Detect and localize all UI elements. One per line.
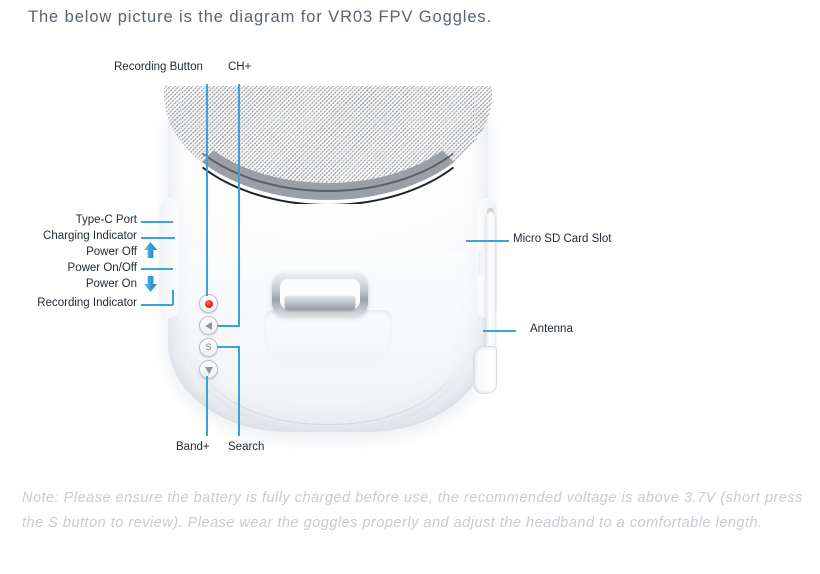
- band-button[interactable]: [199, 360, 218, 379]
- callout-label-recording-button: Recording Button: [114, 61, 203, 73]
- callout-label-power-off: Power Off: [86, 246, 137, 258]
- callout-label-charging-indicator: Charging Indicator: [43, 230, 137, 242]
- headband-buckle-bar: [285, 296, 355, 310]
- callout-label-power-on: Power On: [85, 278, 137, 290]
- callout-line-search-horizontal: [217, 346, 240, 348]
- callout-line-ch-plus-vertical: [238, 84, 240, 326]
- headband-strap: [164, 86, 492, 204]
- antenna-base: [473, 346, 497, 394]
- callout-line-search-vertical: [238, 347, 240, 436]
- goggles-illustration: [159, 86, 497, 432]
- goggles-seam: [194, 334, 462, 425]
- ch-button[interactable]: [199, 316, 218, 335]
- callout-label-ch-plus: CH+: [228, 61, 252, 73]
- callout-label-type-c-port: Type-C Port: [75, 214, 137, 226]
- s-letter-icon: S: [205, 342, 212, 352]
- antenna-rod: [486, 212, 495, 390]
- goggles-diagram: S Recording Button CH+ Type-C Port Charg…: [0, 42, 820, 472]
- callout-label-antenna: Antenna: [530, 323, 573, 335]
- micro-sd-card-slot-graphic: [478, 250, 486, 276]
- callout-line-recording-indicator-vertical: [172, 290, 174, 305]
- callout-label-search: Search: [228, 441, 265, 453]
- callout-line-micro-sd-card-slot: [466, 240, 509, 242]
- headband-inner-edge-line: [164, 86, 492, 192]
- callout-line-power-on-off: [141, 268, 173, 270]
- callout-label-power-on-off: Power On/Off: [67, 262, 137, 274]
- callout-line-recording-button: [206, 84, 208, 296]
- record-button[interactable]: [199, 294, 218, 313]
- note-text: Note: Please ensure the battery is fully…: [22, 490, 803, 531]
- goggles-left-ear: [159, 198, 179, 318]
- arrow-up-icon: [143, 241, 158, 260]
- callout-line-band-plus: [206, 376, 208, 436]
- s-button[interactable]: S: [199, 338, 218, 357]
- page-title: The below picture is the diagram for VR0…: [28, 8, 493, 26]
- arrow-down-icon: [143, 274, 158, 293]
- triangle-down-icon: [204, 366, 213, 374]
- record-dot-icon: [204, 299, 213, 308]
- callout-line-type-c-port: [141, 221, 173, 223]
- callout-label-recording-indicator: Recording Indicator: [37, 297, 137, 309]
- callout-line-ch-plus-horizontal: [217, 325, 240, 327]
- callout-label-micro-sd-card-slot: Micro SD Card Slot: [513, 233, 612, 245]
- callout-line-recording-indicator-horizontal: [141, 304, 173, 306]
- callout-line-antenna: [483, 330, 516, 332]
- triangle-left-icon: [204, 321, 212, 330]
- goggles-face-pad-notch: [264, 310, 392, 368]
- callout-line-charging-indicator: [141, 237, 175, 239]
- callout-label-band-plus: Band+: [176, 441, 210, 453]
